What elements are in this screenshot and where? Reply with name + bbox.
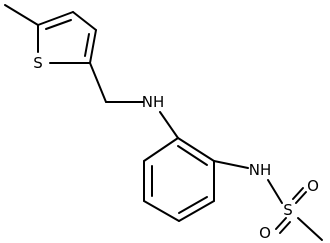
bond-s-o-upper-a [295, 191, 307, 204]
bond-c3-c4 [143, 200, 180, 222]
bond-s-o-lower-b [279, 221, 291, 234]
bond-s-methyl [297, 217, 323, 241]
bond-n-s [267, 179, 283, 204]
bond-c4-c5-inner [45, 19, 72, 30]
bond-c4-c5 [178, 200, 215, 222]
bond-s-o-upper-b [292, 187, 304, 200]
bond-c6-n [213, 160, 249, 169]
bond-c6-c1 [177, 137, 215, 162]
atom-s-sulfonyl: S [283, 201, 293, 219]
bond-c2-ch2 [89, 62, 107, 103]
bond-methyl-c5 [4, 4, 39, 26]
methylene-linker [89, 62, 144, 103]
atom-o-upper: O [307, 177, 319, 195]
sulfonamide-group [213, 160, 323, 241]
atom-s-thiophene: S [33, 54, 43, 72]
atom-nh-sulfonamide: NH [249, 161, 272, 179]
bond-c2-c3 [89, 29, 97, 64]
bond-c6-c1-inner [177, 145, 208, 166]
bond-n-c1 [159, 111, 179, 139]
atom-o-lower: O [259, 224, 271, 242]
thiophene-ring [4, 4, 97, 64]
bond-c4-c5 [37, 11, 74, 26]
benzene-ring [143, 111, 215, 222]
bond-c3-c4 [72, 11, 97, 31]
atom-nh-linker: NH [142, 93, 165, 111]
bond-c4-c5-inner [178, 196, 208, 214]
bond-c1-c2 [143, 137, 179, 162]
bond-s-o-lower-a [275, 217, 287, 230]
bond-c2-c3-inner [84, 33, 90, 57]
